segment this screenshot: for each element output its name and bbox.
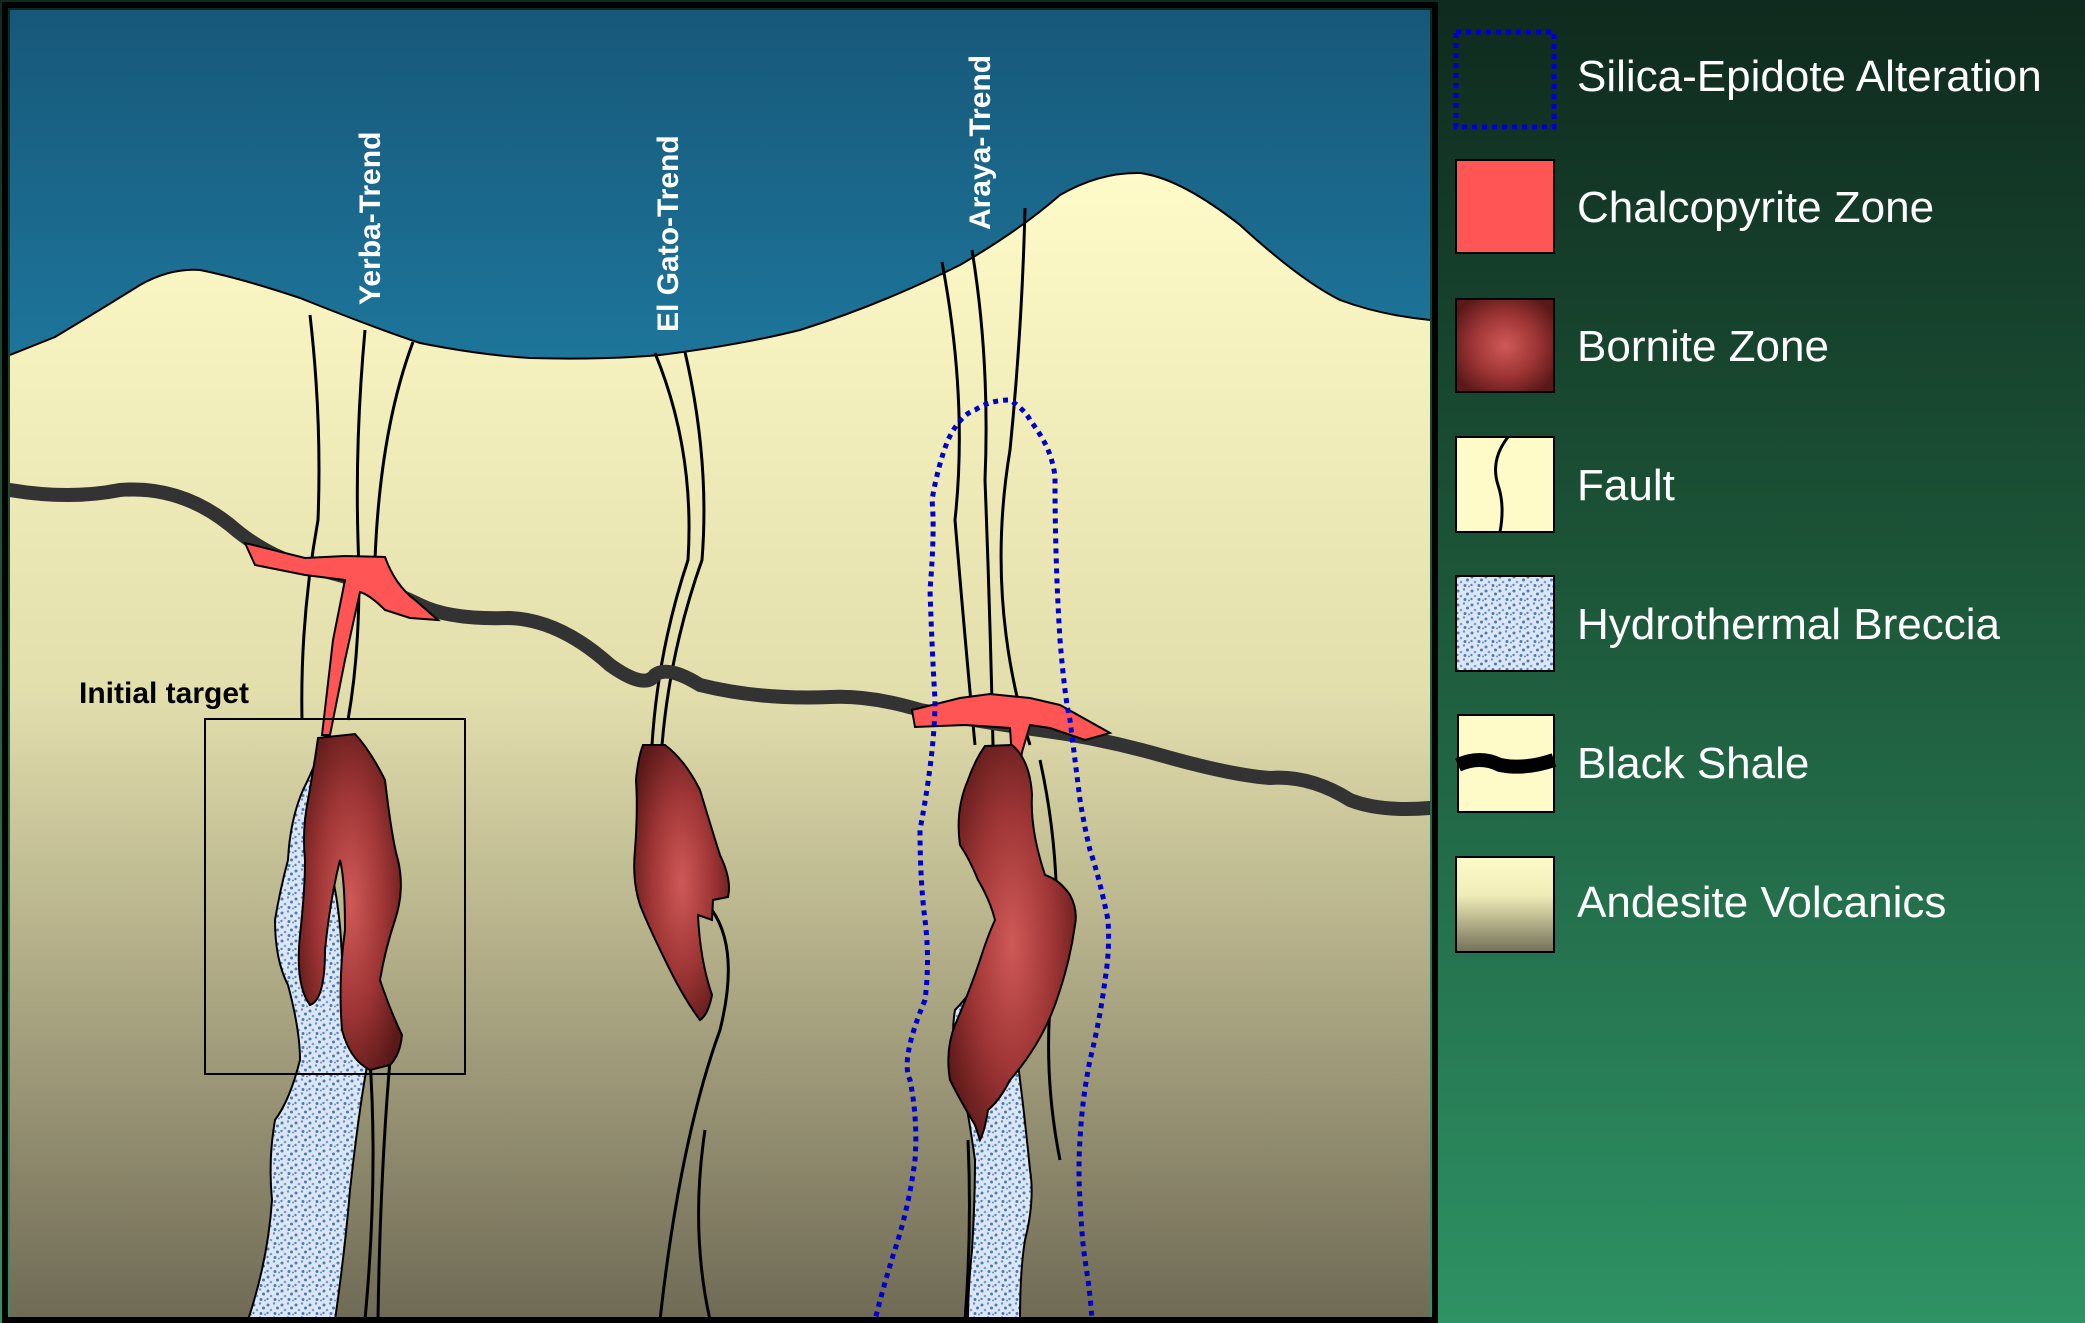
legend-label-black-shale: Black Shale — [1577, 739, 1809, 789]
fault-line-icon — [1456, 437, 1554, 532]
legend-label-andesite: Andesite Volcanics — [1577, 878, 1946, 928]
legend-label-fault: Fault — [1577, 461, 1675, 511]
legend-label-bornite: Bornite Zone — [1577, 322, 1829, 372]
maroon-gradient-icon — [1456, 299, 1554, 392]
legend-label-chalcopyrite: Chalcopyrite Zone — [1577, 183, 1934, 233]
trend-label-araya: Araya-Trend — [964, 55, 997, 230]
legend-label-breccia: Hydrothermal Breccia — [1577, 600, 2000, 650]
trend-label-el-gato: El Gato-Trend — [652, 135, 685, 332]
thick-black-line-icon — [1458, 715, 1554, 812]
initial-target-label: Initial target — [79, 677, 249, 710]
red-fill-icon — [1456, 160, 1554, 253]
legend-label-silica-epidote: Silica-Epidote Alteration — [1577, 52, 2042, 102]
dotted-blue-outline-icon — [1456, 32, 1554, 127]
cream-gradient-icon — [1456, 857, 1554, 952]
trend-label-yerba: Yerba-Trend — [354, 132, 387, 305]
legend-icons — [1456, 32, 1554, 952]
stipple-icon — [1456, 576, 1554, 671]
